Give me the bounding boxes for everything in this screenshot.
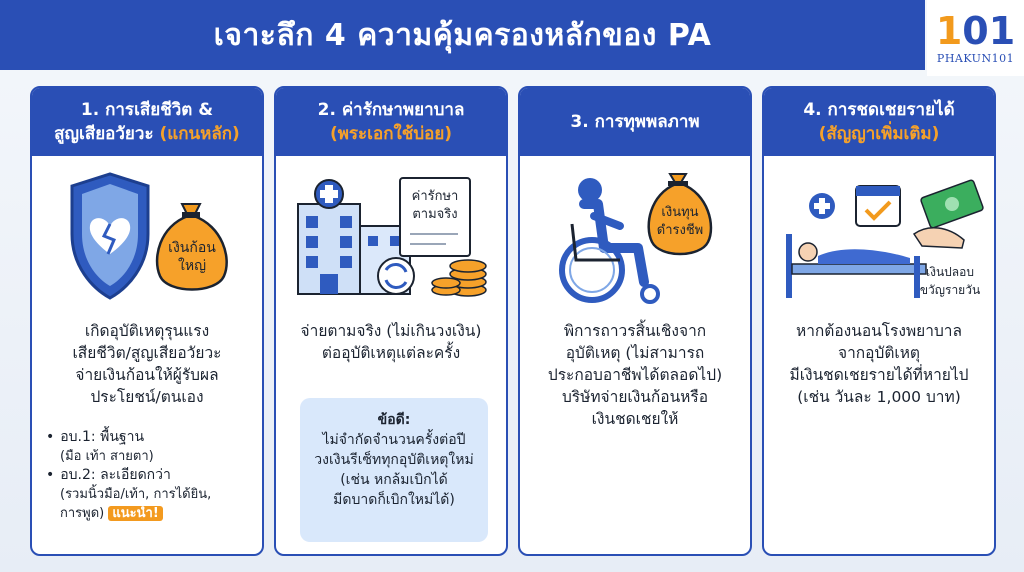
logo-text: PHAKUN101	[936, 51, 1015, 65]
advantage-line: (เช่น หกล้มเบิกได้	[340, 472, 448, 488]
card-income-compensation: 4. การชดเชยรายได้ (สัญญาเพิ่มเติม)	[762, 86, 996, 556]
heading-line2-text: สูญเสียอวัยวะ	[54, 124, 154, 144]
brand-logo: 101 PHAKUN101	[927, 0, 1024, 76]
desc-line: จ่ายเงินก้อนให้ผู้รับผล	[75, 366, 219, 384]
bullet-sub: การพูด) แนะนำ!	[46, 504, 256, 523]
desc-line: บริษัทจ่ายเงินก้อนหรือ	[561, 388, 709, 406]
heading-line1: 3. การทุพพลภาพ	[570, 112, 700, 132]
icon-label-line2: ขวัญรายวัน	[920, 283, 980, 297]
logo-digit-0: 0	[962, 8, 989, 53]
card-heading: 3. การทุพพลภาพ	[520, 88, 750, 156]
heading-line2: สูญเสียอวัยวะ (แกนหลัก)	[54, 122, 240, 146]
card-description: หากต้องนอนโรงพยาบาล จากอุบัติเหตุ มีเงิน…	[772, 320, 986, 408]
card-heading: 1. การเสียชีวิต & สูญเสียอวัยวะ (แกนหลัก…	[32, 88, 262, 156]
card-description: พิการถาวรสิ้นเชิงจาก อุบัติเหตุ (ไม่สามา…	[528, 320, 742, 430]
icon-label-line2: ดำรงชีพ	[657, 222, 703, 238]
broken-heart-shield-icon	[70, 172, 150, 300]
money-bag-icon	[647, 173, 713, 256]
shield-moneybag-illustration: เงินก้อน ใหญ่	[70, 172, 228, 300]
medical-cross-icon	[809, 193, 835, 219]
desc-line: อุบัติเหตุ (ไม่สามารถ	[565, 344, 705, 362]
bullet-item: • อบ.2: ละเอียดกว่า (รวมนิ้วมือ/เท้า, การ…	[46, 466, 256, 523]
desc-line: เสียชีวิต/สูญเสียอวัยวะ	[72, 344, 222, 362]
desc-line: จากอุบัติเหตุ	[838, 344, 920, 362]
desc-line: ประโยชน์/ตนเอง	[90, 388, 204, 406]
bullet-item: • อบ.1: พื้นฐาน (มือ เท้า สายตา)	[46, 428, 256, 466]
hospital-bed-illustration: เงินปลอบ ขวัญรายวัน	[786, 179, 984, 298]
receipt-icon	[399, 177, 471, 257]
advantage-line: มีดบาดก็เบิกใหม่ได้)	[333, 492, 455, 508]
desc-line: ต่ออุบัติเหตุแต่ละครั้ง	[321, 344, 461, 362]
hospital-illustration: ค่ารักษา ตามจริง	[297, 177, 487, 297]
logo-mark: 101	[936, 12, 1015, 50]
bullet-label: อบ.2: ละเอียดกว่า	[60, 467, 171, 483]
coverage-bullets: • อบ.1: พื้นฐาน (มือ เท้า สายตา) • อบ.2: ล…	[46, 428, 256, 523]
wheelchair-icon	[559, 178, 660, 304]
icon-label-line2: ตามจริง	[412, 207, 457, 222]
page-title: เจาะลึก 4 ความคุ้มครองหลักของ PA	[213, 17, 712, 53]
heading-line1: 2. ค่ารักษาพยาบาล	[317, 100, 465, 120]
bullet-dot-icon: •	[46, 467, 55, 483]
card-medical-expense: 2. ค่ารักษาพยาบาล (พระเอกใช้บ่อย)	[274, 86, 508, 556]
advantage-line: ไม่จำกัดจำนวนครั้งต่อปี	[322, 432, 466, 448]
advantage-panel: ข้อดี: ไม่จำกัดจำนวนครั้งต่อปี วงเงินรีเ…	[300, 398, 488, 542]
icon-label-line1: เงินปลอบ	[926, 265, 974, 279]
recommended-badge: แนะนำ!	[108, 506, 163, 521]
advantage-title: ข้อดี:	[377, 412, 411, 428]
heading-highlight: (พระเอกใช้บ่อย)	[329, 124, 453, 144]
hospital-bed-icon	[786, 234, 927, 298]
bullet-sub: (มือ เท้า สายตา)	[60, 449, 154, 464]
bullet-sub: (รวมนิ้วมือ/เท้า, การได้ยิน,	[60, 487, 212, 502]
desc-line: มีเงินชดเชยรายได้ที่หายไป	[789, 366, 969, 384]
desc-line: จ่ายตามจริง (ไม่เกินวงเงิน)	[300, 322, 482, 340]
card-heading: 2. ค่ารักษาพยาบาล (พระเอกใช้บ่อย)	[276, 88, 506, 156]
card-heading: 4. การชดเชยรายได้ (สัญญาเพิ่มเติม)	[764, 88, 994, 156]
icon-label-line1: เงินทุน	[661, 205, 698, 220]
card-death-dismemberment: 1. การเสียชีวิต & สูญเสียอวัยวะ (แกนหลัก…	[30, 86, 264, 556]
icon-label-line1: เงินก้อน	[168, 240, 216, 256]
advantage-line: วงเงินรีเซ็ททุกอุบัติเหตุใหม่	[314, 452, 474, 468]
bullet-label: อบ.1: พื้นฐาน	[60, 429, 145, 445]
card-description: จ่ายตามจริง (ไม่เกินวงเงิน) ต่ออุบัติเหต…	[284, 320, 498, 364]
desc-line: หากต้องนอนโรงพยาบาล	[795, 322, 962, 340]
card-disability: 3. การทุพพลภาพ เงินทุน ดำรงชีพ พิการถาวร…	[518, 86, 752, 556]
desc-line: (เช่น วันละ 1,000 บาท)	[797, 388, 961, 406]
cash-hand-icon	[912, 179, 984, 249]
coin-stack-icon	[431, 259, 487, 297]
icon-label-line1: ค่ารักษา	[412, 189, 459, 204]
desc-line: พิการถาวรสิ้นเชิงจาก	[563, 322, 707, 340]
heading-highlight: (สัญญาเพิ่มเติม)	[818, 124, 940, 144]
desc-line: ประกอบอาชีพได้ตลอดไป)	[547, 366, 723, 384]
logo-digit-1: 1	[935, 8, 963, 53]
wheelchair-illustration: เงินทุน ดำรงชีพ	[559, 173, 713, 304]
heading-highlight: (แกนหลัก)	[159, 124, 240, 144]
money-bag-icon	[155, 203, 228, 291]
desc-line: เกิดอุบัติเหตุรุนแรง	[84, 322, 210, 340]
title-banner: เจาะลึก 4 ความคุ้มครองหลักของ PA	[0, 0, 925, 70]
calendar-check-icon	[855, 185, 901, 227]
bullet-sub-text: การพูด)	[60, 506, 105, 521]
desc-line: เงินชดเชยให้	[591, 410, 679, 428]
icon-label-line2: ใหญ่	[178, 257, 206, 274]
bullet-dot-icon: •	[46, 429, 55, 445]
heading-line1: 4. การชดเชยรายได้	[803, 100, 955, 120]
heading-line1: 1. การเสียชีวิต &	[80, 100, 214, 120]
refresh-icon	[377, 257, 415, 295]
card-description: เกิดอุบัติเหตุรุนแรง เสียชีวิต/สูญเสียอว…	[40, 320, 254, 408]
logo-digit-1b: 1	[988, 8, 1016, 53]
